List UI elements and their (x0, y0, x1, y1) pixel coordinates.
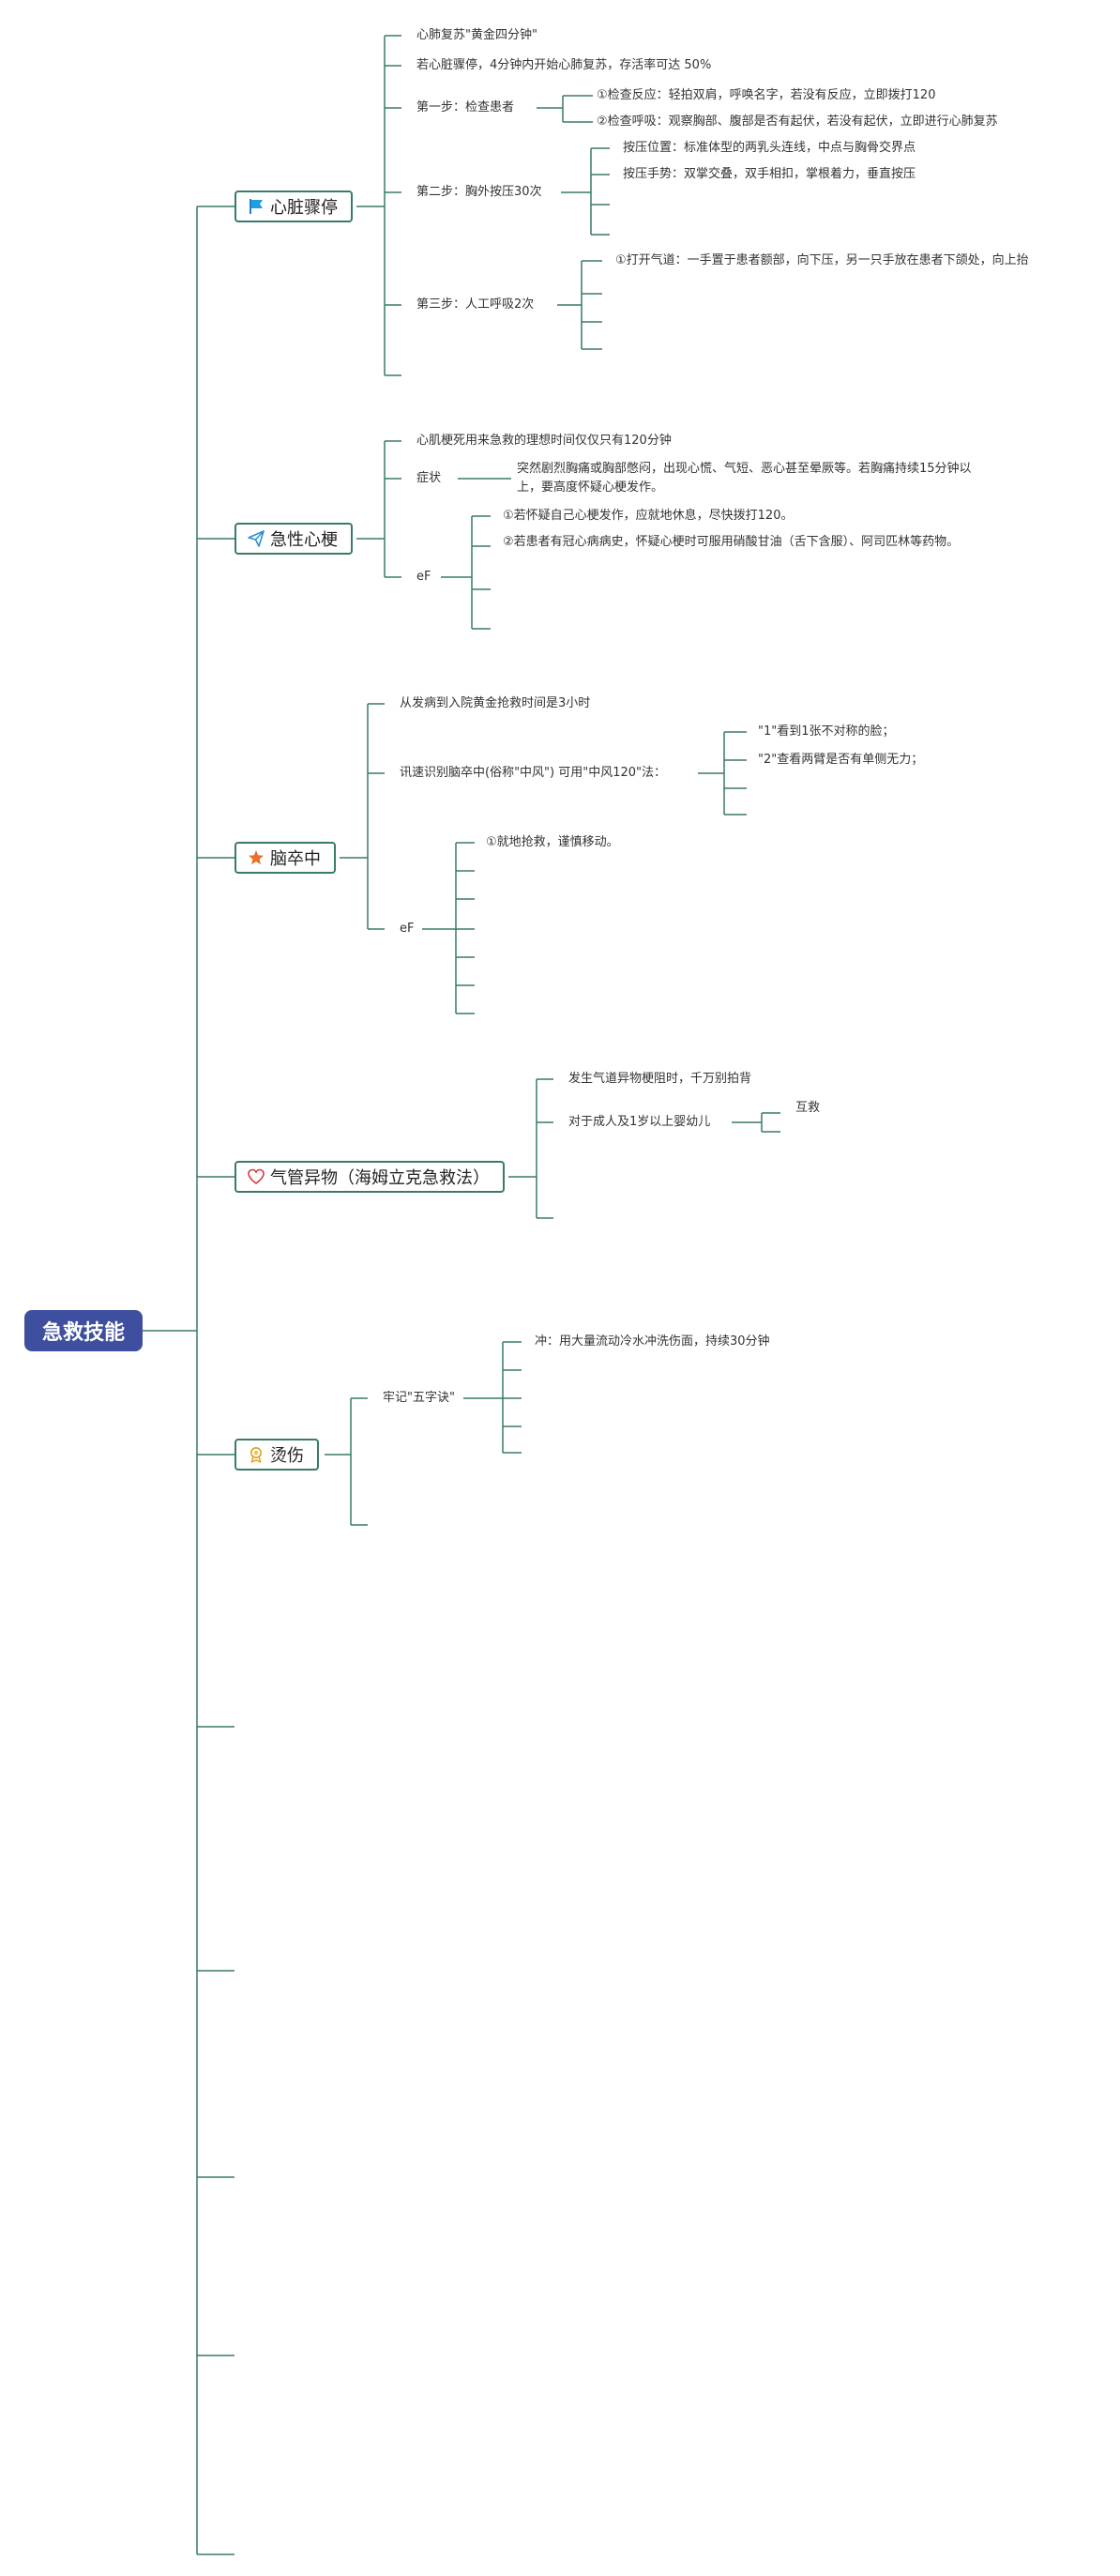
node-burn-five-words[interactable]: 牢记"五字诀" (383, 1391, 455, 1405)
node-step2-gesture[interactable]: 按压手势：双掌交叠，双手相扣，掌根着力，垂直按压 (623, 167, 916, 181)
node-step3-open-airway[interactable]: ①打开气道：一手置于患者额部，向下压，另一只手放在患者下颌处，向上抬 (615, 253, 1029, 267)
node-stroke-identify[interactable]: 讯速识别脑卒中(俗称"中风") 可用"中风120"法： (400, 766, 667, 780)
topic-stroke[interactable]: 脑卒中 (235, 842, 336, 874)
flag-icon (250, 199, 263, 214)
topic-burn[interactable]: 烫伤 (235, 1439, 319, 1471)
topic-airway-obstruction[interactable]: 气管异物（海姆立克急救法） (235, 1161, 505, 1193)
node-stroke-golden[interactable]: 从发病到入院黄金抢救时间是3小时 (400, 696, 591, 710)
node-mi-ef-rest[interactable]: ①若怀疑自己心梗发作，应就地休息，尽快拨打120。 (503, 509, 794, 523)
award-icon (250, 1447, 262, 1463)
node-airway-mutual-rescue[interactable]: 互救 (795, 1101, 821, 1115)
node-mi-ef[interactable]: eF (416, 570, 431, 584)
node-burn-rinse[interactable]: 冲：用大量流动冷水冲洗伤面，持续30分钟 (535, 1334, 770, 1349)
node-mi-ef-medication[interactable]: ②若患者有冠心病病史，怀疑心梗时可服用硝酸甘油（舌下含服）、阿司匹林等药物。 (503, 535, 960, 549)
root-topic[interactable]: 急救技能 (24, 1310, 143, 1351)
node-step2[interactable]: 第二步：胸外按压30次 (416, 185, 542, 199)
topic-cardiac-arrest[interactable]: 心脏骤停 (235, 191, 353, 222)
star-icon (249, 850, 264, 865)
heart-icon (248, 1168, 265, 1185)
topic-label: 脑卒中 (270, 849, 321, 869)
node-cpr-golden[interactable]: 心肺复苏"黄金四分钟" (416, 28, 537, 42)
topic-acute-mi[interactable]: 急性心梗 (235, 523, 353, 555)
node-step1-check-response[interactable]: ①检查反应：轻拍双肩，呼唤名字，若没有反应，立即拨打120 (597, 88, 936, 102)
node-airway-adult[interactable]: 对于成人及1岁以上婴幼儿 (568, 1115, 711, 1129)
node-mi-symptom-text[interactable]: 突然剧烈胸痛或胸部憋闷，出现心慌、气短、恶心甚至晕厥等。若胸痛持续15分钟以上，… (517, 462, 972, 495)
node-step1-check-breathing[interactable]: ②检查呼吸：观察胸部、腹部是否有起伏，若没有起伏，立即进行心肺复苏 (597, 114, 998, 129)
topic-label: 烫伤 (270, 1446, 304, 1466)
node-step3[interactable]: 第三步：人工呼吸2次 (416, 297, 535, 312)
topic-label: 急性心梗 (270, 530, 338, 550)
node-mi-golden[interactable]: 心肌梗死用来急救的理想时间仅仅只有120分钟 (416, 434, 672, 448)
node-step2-position[interactable]: 按压位置：标准体型的两乳头连线，中点与胸骨交界点 (623, 141, 916, 155)
node-stroke-face[interactable]: "1"看到1张不对称的脸； (758, 724, 895, 739)
node-step1[interactable]: 第一步：检查患者 (416, 100, 515, 114)
send-icon (248, 530, 265, 547)
node-stroke-ef-rescue[interactable]: ①就地抢救，谨慎移动。 (486, 835, 619, 849)
node-stroke-arms[interactable]: "2"查看两臂是否有单侧无力； (758, 753, 924, 767)
topic-label: 气管异物（海姆立克急救法） (270, 1168, 490, 1188)
node-airway-no-pat[interactable]: 发生气道异物梗阻时，千万别拍背 (568, 1072, 752, 1086)
node-stroke-ef[interactable]: eF (400, 922, 415, 936)
topic-label: 心脏骤停 (270, 198, 338, 218)
node-survival-rate[interactable]: 若心脏骤停，4分钟内开始心肺复苏，存活率可达 50% (416, 58, 712, 72)
node-mi-symptom[interactable]: 症状 (416, 471, 442, 485)
